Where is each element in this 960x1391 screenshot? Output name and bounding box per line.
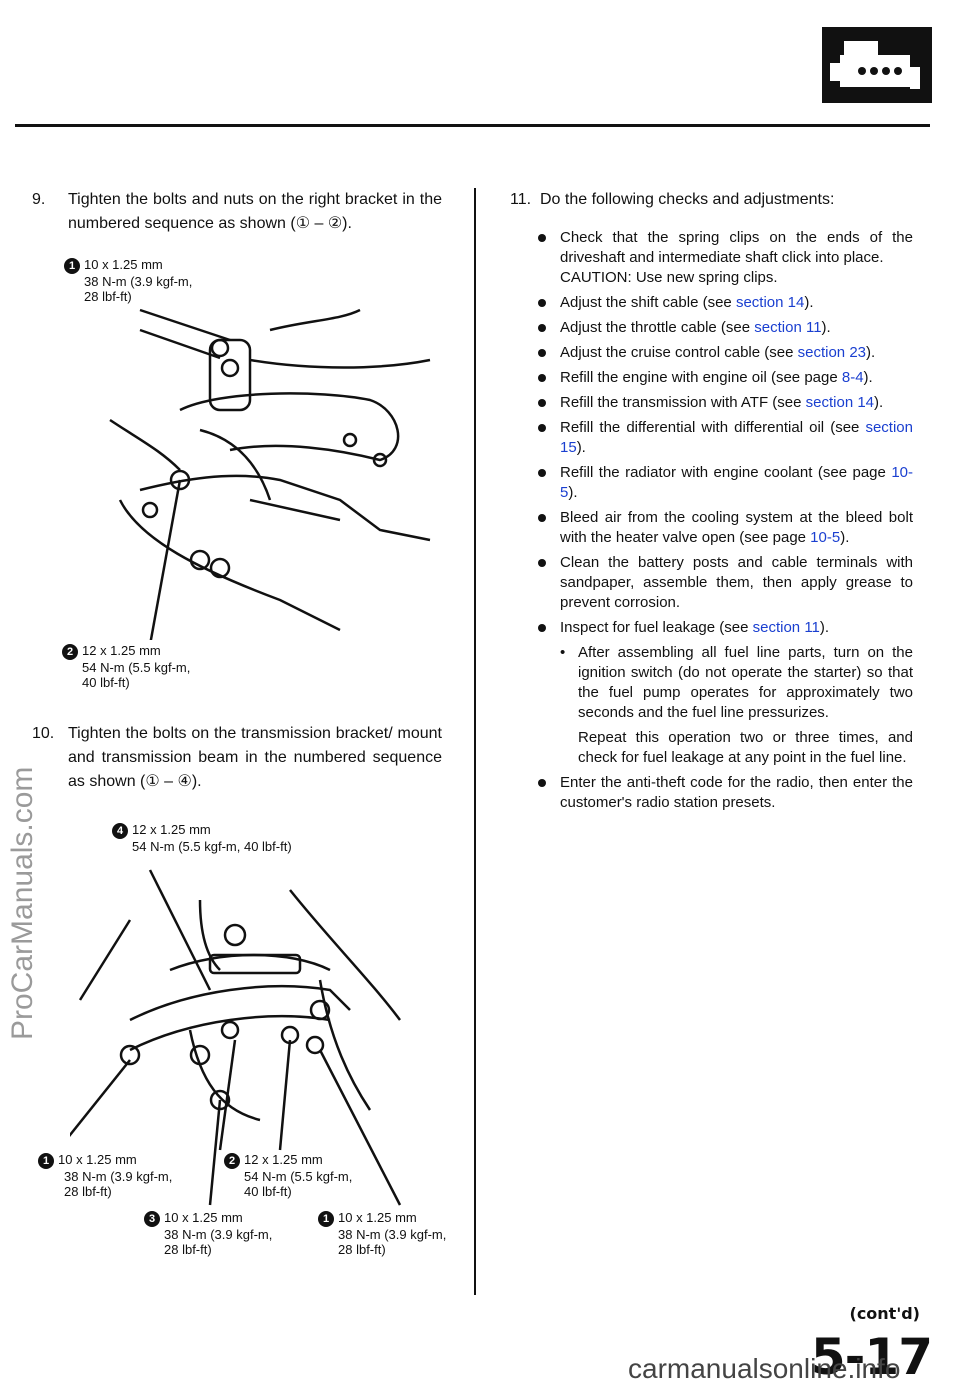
list-item: Adjust the throttle cable (see section 1… [538,318,913,338]
link-page-10-5[interactable]: 10-5 [560,464,913,501]
side-watermark: ProCarManuals.com [6,766,39,1040]
link-section-14[interactable]: section 14 [805,394,875,411]
marker-3-icon: 3 [144,1210,160,1227]
step-10-text: Tighten the bolts on the transmission br… [68,725,442,790]
sub-list-item: Repeat this operation two or three times… [578,729,913,766]
step-9-number: 9. [32,191,46,208]
list-item: Inspect for fuel leakage (see section 11… [538,618,913,638]
continued-label: (cont'd) [849,1304,921,1323]
link-section-11[interactable]: section 11 [754,319,822,336]
link-section-15[interactable]: section 15 [560,419,913,456]
transmission-mount-illustration [70,869,402,1206]
sub-list-item: •After assembling all fuel line parts, t… [560,644,913,721]
marker-4-icon: 4 [112,822,128,839]
link-section-14[interactable]: section 14 [735,294,805,311]
list-item: Refill the radiator with engine coolant … [538,463,913,503]
marker-1-icon: 1 [38,1152,54,1169]
list-item: Check that the spring clips on the ends … [538,228,913,288]
list-item: Refill the transmission with ATF (see se… [538,393,913,413]
step-10-number: 10. [32,725,55,742]
engine-section-icon [822,27,932,103]
checks-list: Check that the spring clips on the ends … [538,228,913,818]
step-9-text: Tighten the bolts and nuts on the right … [68,191,442,232]
list-item: Adjust the shift cable (see section 14). [538,293,913,313]
list-item: Enter the anti-theft code for the radio,… [538,773,913,813]
list-item: Adjust the cruise control cable (see sec… [538,343,913,363]
step-10: 10. Tighten the bolts on the transmissio… [32,722,442,797]
link-section-11[interactable]: section 11 [752,619,820,636]
marker-2-icon: 2 [62,643,78,660]
link-page-8-4[interactable]: 8-4 [841,369,864,386]
step-9: 9. Tighten the bolts and nuts on the rig… [32,188,442,238]
step-11: 11. Do the following checks and adjustme… [510,188,910,214]
header-rule [15,124,930,127]
list-item: Bleed air from the cooling system at the… [538,508,913,548]
marker-2-icon: 2 [224,1152,240,1169]
step-11-number: 11. [510,191,532,208]
column-divider [474,188,476,1295]
link-page-10-5[interactable]: 10-5 [810,529,841,546]
right-bracket-illustration [109,308,431,640]
footer-watermark: carmanualsonline.info [628,1353,901,1384]
link-section-23[interactable]: section 23 [797,344,867,361]
marker-1-icon: 1 [318,1210,334,1227]
marker-1-icon: 1 [64,257,80,274]
page-number: 5-17 [810,1328,933,1386]
list-item: Refill the differential with differentia… [538,418,913,458]
step-11-text: Do the following checks and adjustments: [540,191,835,208]
list-item: Clean the battery posts and cable termin… [538,553,913,613]
list-item: Refill the engine with engine oil (see p… [538,368,913,388]
